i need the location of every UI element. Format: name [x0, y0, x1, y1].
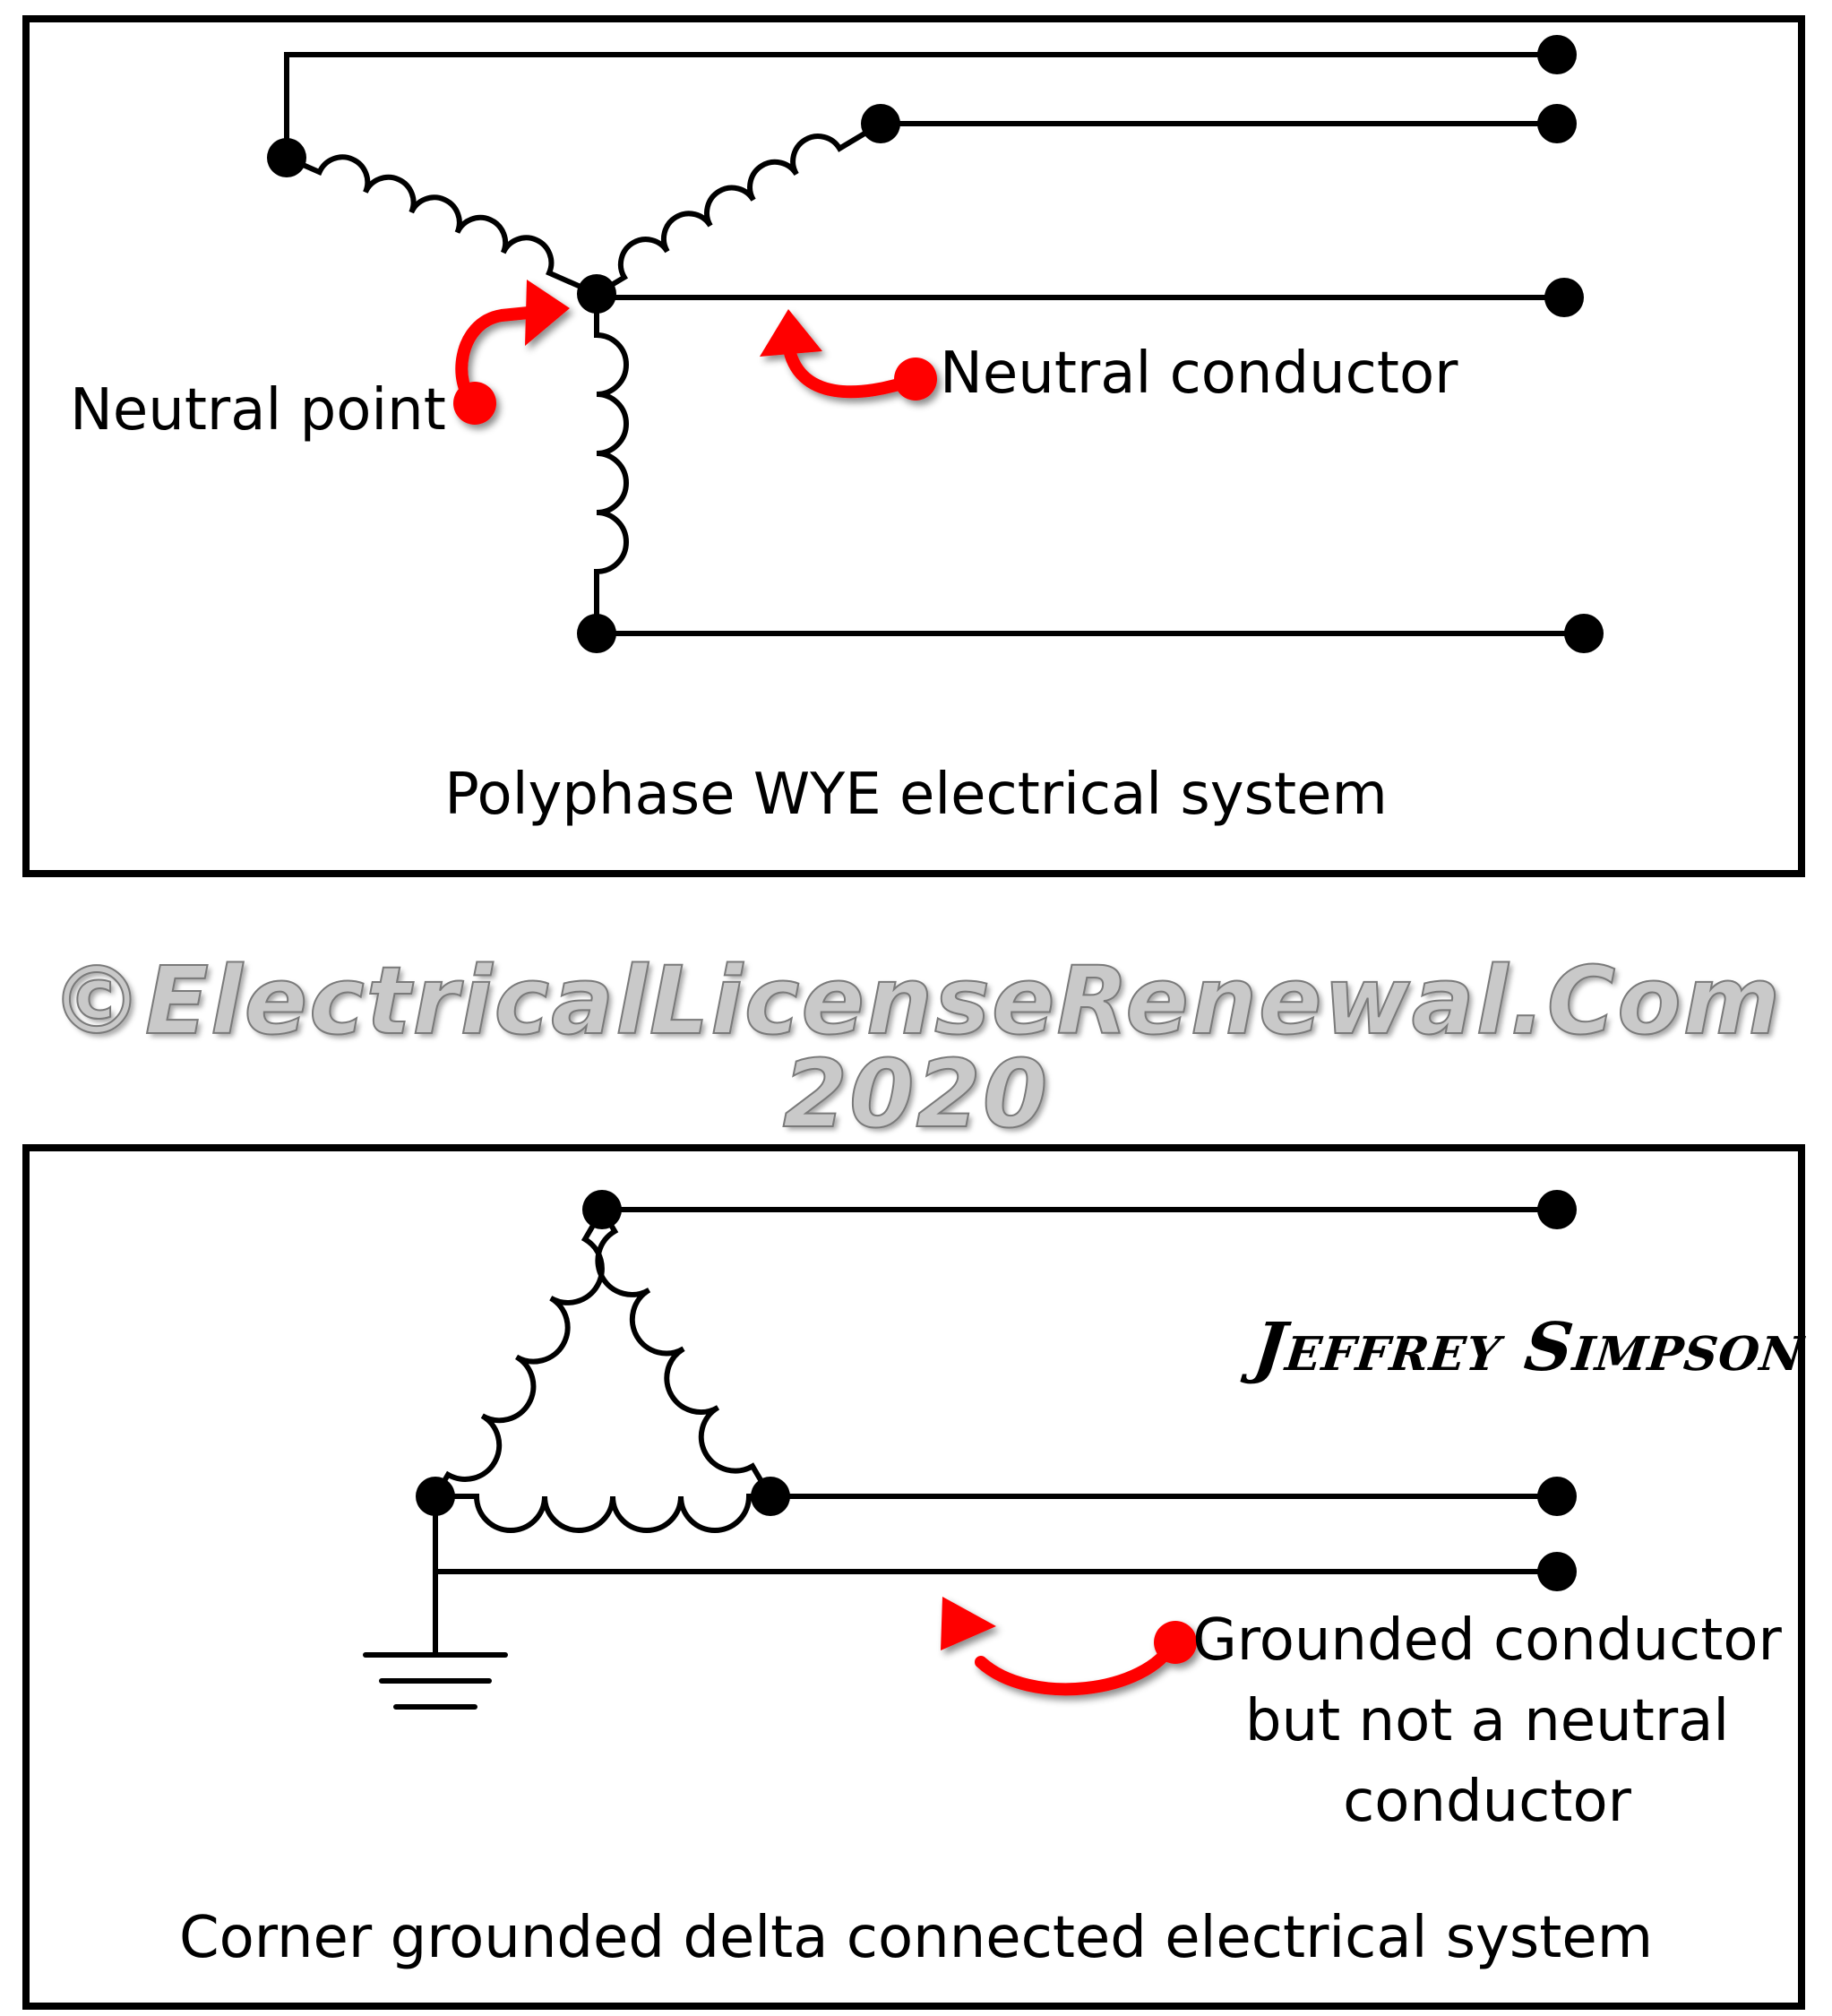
delta-caption: Corner grounded delta connected electric… — [178, 1905, 1654, 1971]
delta-node-left — [416, 1477, 455, 1516]
author-signature: Jeffrey Simpson — [1250, 1309, 1809, 1386]
wye-diagram-panel — [22, 15, 1805, 877]
wye-wiring — [284, 52, 1587, 636]
delta-terminal-1 — [1537, 1190, 1577, 1229]
wye-terminal-2 — [1537, 104, 1577, 143]
copyright-watermark: ©ElectricalLicenseRenewal.Com 2020 — [49, 946, 1783, 1149]
delta-node-top — [582, 1190, 622, 1229]
delta-wiring — [363, 1207, 1560, 1710]
wye-node-bottom — [577, 614, 616, 653]
grounded-conductor-arrow — [941, 1597, 1197, 1696]
delta-coils — [433, 1208, 773, 1533]
wye-terminal-3 — [1544, 278, 1584, 317]
grounded-label-line-2: but not a neutral — [1244, 1688, 1730, 1754]
neutral-point-arrow — [453, 280, 570, 425]
grounded-conductor-label: Grounded conductor but not a neutral con… — [1191, 1600, 1783, 1842]
delta-coil-right — [595, 1208, 773, 1498]
wye-terminal-4 — [1564, 614, 1604, 653]
neutral-conductor-label: Neutral conductor — [940, 340, 1458, 407]
wye-coil-right — [595, 121, 883, 297]
wye-coils — [285, 121, 883, 633]
delta-node-right — [751, 1477, 790, 1516]
wye-annotations — [453, 280, 937, 425]
wye-caption: Polyphase WYE electrical system — [444, 762, 1388, 828]
grounded-label-line-3: conductor — [1343, 1769, 1631, 1835]
delta-terminal-2 — [1537, 1477, 1577, 1516]
wye-node-right — [861, 104, 900, 143]
wye-coil-left — [285, 154, 598, 297]
neutral-conductor-arrow — [760, 309, 937, 401]
neutral-point-label: Neutral point — [70, 377, 446, 444]
wye-terminal-1 — [1537, 35, 1577, 74]
wye-phase-a-wire — [284, 52, 1560, 160]
wye-node-left — [267, 138, 306, 177]
delta-diagram-panel — [22, 1144, 1805, 2010]
delta-terminal-3 — [1537, 1552, 1577, 1591]
wye-terminals — [267, 35, 1604, 653]
wye-neutral-point-dot — [577, 274, 616, 314]
wye-coil-bottom — [594, 294, 629, 633]
grounded-label-line-1: Grounded conductor — [1192, 1607, 1782, 1674]
delta-terminals — [416, 1190, 1577, 1591]
delta-coil-left — [433, 1208, 605, 1498]
delta-coil-bottom — [435, 1494, 770, 1533]
